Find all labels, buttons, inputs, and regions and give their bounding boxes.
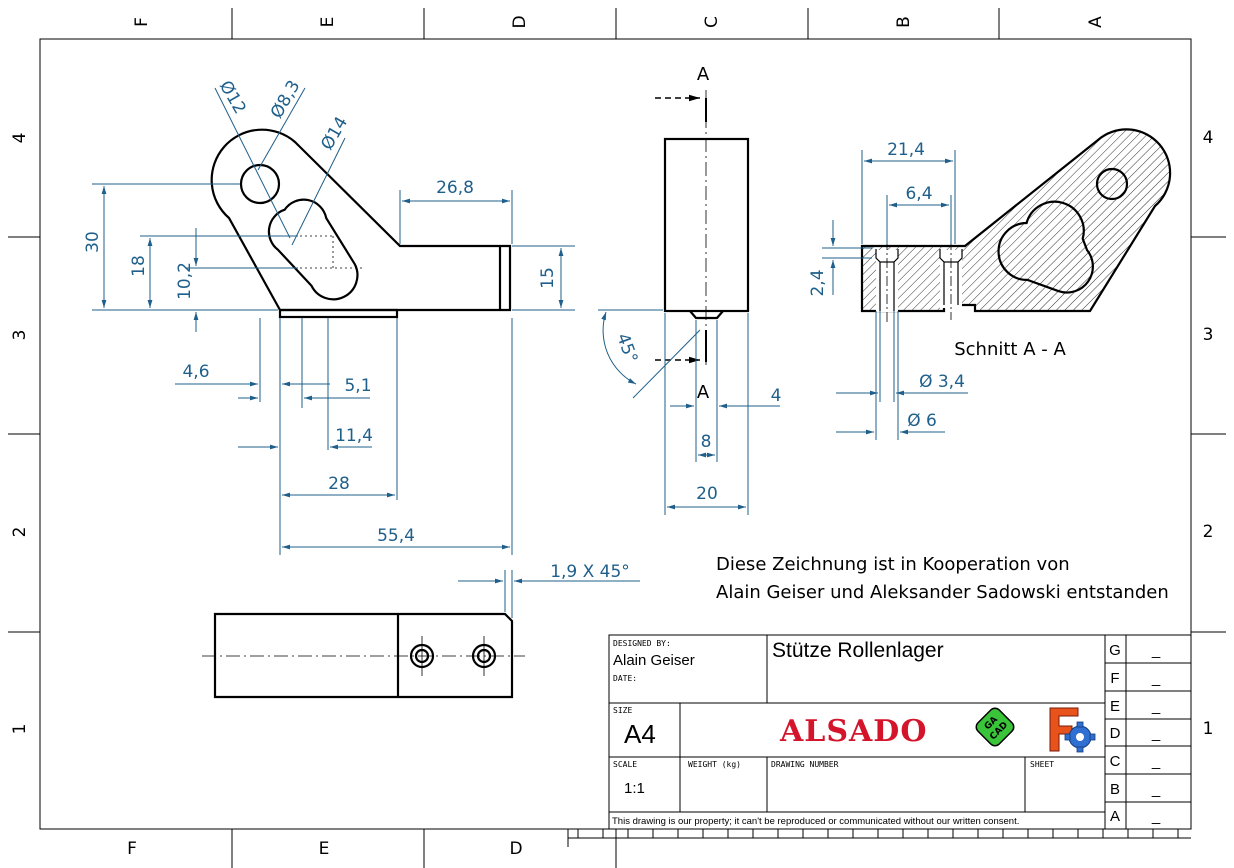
size-value: A4 bbox=[624, 719, 656, 749]
dim-d14: Ø14 bbox=[317, 113, 352, 153]
zone-labels-right: 4 3 2 1 bbox=[1203, 128, 1214, 739]
revision-value-a: _ bbox=[1151, 808, 1161, 825]
dim-h102: 10,2 bbox=[175, 262, 195, 300]
section-view: Schnitt A - A bbox=[860, 128, 1172, 360]
zone-top-e: E bbox=[318, 17, 338, 28]
scale-value: 1:1 bbox=[624, 780, 645, 797]
size-label: SIZE bbox=[613, 706, 632, 715]
dim-w554: 55,4 bbox=[377, 526, 415, 546]
top-view: 1,9 X 45° bbox=[202, 562, 640, 699]
revision-value-f: _ bbox=[1151, 670, 1161, 687]
drawing-number-label: DRAWING NUMBER bbox=[771, 760, 839, 769]
revision-letter-a: A bbox=[1110, 808, 1120, 825]
date-label: DATE: bbox=[613, 674, 637, 683]
revision-table: G _ F _ E _ D _ C _ B _ A _ bbox=[1109, 642, 1161, 825]
zone-left-3: 3 bbox=[10, 330, 30, 341]
dim-h24: 2,4 bbox=[808, 269, 828, 296]
dim-w46: 4,6 bbox=[182, 362, 209, 382]
zone-top-f: F bbox=[132, 17, 152, 27]
zone-top-d: D bbox=[510, 15, 530, 28]
front-view bbox=[210, 128, 512, 319]
scale-label: SCALE bbox=[613, 760, 637, 769]
zone-bottom-d: D bbox=[509, 839, 522, 859]
zone-bottom-e: E bbox=[319, 839, 330, 859]
zone-labels-top: F E D C B A bbox=[132, 15, 1106, 28]
zone-left-2: 2 bbox=[10, 527, 30, 538]
section-marker-bottom: A bbox=[697, 382, 710, 403]
zone-bottom-f: F bbox=[127, 839, 137, 859]
zone-labels-bottom: F E D bbox=[127, 839, 522, 859]
zone-top-b: B bbox=[894, 16, 914, 28]
designed-by-label: DESIGNED BY: bbox=[613, 639, 671, 648]
dim-h30: 30 bbox=[83, 231, 103, 253]
dim-w268: 26,8 bbox=[436, 178, 474, 198]
dim-h15: 15 bbox=[538, 267, 558, 289]
dim-w8: 8 bbox=[701, 432, 712, 452]
section-view-dimensions: 21,4 6,4 2,4 Ø 3,4 Ø 6 bbox=[808, 140, 968, 440]
cooperation-note: Diese Zeichnung ist in Kooperation von A… bbox=[716, 554, 1169, 603]
revision-value-e: _ bbox=[1151, 698, 1161, 715]
dim-w4: 4 bbox=[771, 386, 782, 406]
zone-right-4: 4 bbox=[1203, 128, 1214, 148]
title-block: DESIGNED BY: Alain Geiser DATE: Stütze R… bbox=[567, 634, 1192, 847]
revision-value-c: _ bbox=[1151, 753, 1161, 770]
zone-right-2: 2 bbox=[1203, 522, 1214, 542]
dim-w114: 11,4 bbox=[335, 426, 373, 446]
revision-letter-g: G bbox=[1109, 642, 1121, 659]
zone-left-4: 4 bbox=[10, 133, 30, 144]
revision-letter-f: F bbox=[1110, 670, 1119, 687]
zone-labels-left: 4 3 2 1 bbox=[10, 133, 30, 735]
gacad-icon: GA CAD bbox=[975, 707, 1015, 747]
zone-right-3: 3 bbox=[1203, 325, 1214, 345]
zone-left-1: 1 bbox=[10, 724, 30, 735]
dim-d34: Ø 3,4 bbox=[919, 372, 965, 392]
zone-top-c: C bbox=[702, 16, 722, 28]
revision-value-d: _ bbox=[1151, 725, 1161, 742]
dim-w214: 21,4 bbox=[887, 140, 925, 160]
revision-value-g: _ bbox=[1151, 642, 1161, 659]
section-marker-top: A bbox=[697, 64, 710, 85]
section-label: Schnitt A - A bbox=[954, 339, 1066, 360]
note-line-2: Alain Geiser und Aleksander Sadowski ent… bbox=[716, 582, 1169, 603]
dim-h18: 18 bbox=[129, 255, 149, 277]
sheet-label: SHEET bbox=[1030, 760, 1054, 769]
zone-top-a: A bbox=[1086, 16, 1106, 28]
revision-value-b: _ bbox=[1151, 781, 1161, 798]
revision-letter-c: C bbox=[1110, 753, 1121, 770]
dim-chamfer: 1,9 X 45° bbox=[550, 562, 630, 582]
revision-letter-e: E bbox=[1110, 698, 1120, 715]
legal-notice: This drawing is our property; it can't b… bbox=[612, 816, 1019, 827]
weight-label: WEIGHT (kg) bbox=[688, 760, 741, 769]
freecad-icon bbox=[1049, 707, 1096, 753]
dim-w64: 6,4 bbox=[905, 184, 932, 204]
revision-letter-b: B bbox=[1110, 781, 1120, 798]
side-view-dimensions: 45° 4 8 20 bbox=[598, 309, 782, 515]
zone-right-1: 1 bbox=[1203, 719, 1214, 739]
brand-logo: ALSADO bbox=[779, 714, 927, 749]
dim-angle45: 45° bbox=[612, 331, 641, 366]
side-view: A A bbox=[655, 64, 750, 403]
dim-w28: 28 bbox=[328, 474, 350, 494]
designed-by-value: Alain Geiser bbox=[613, 652, 695, 669]
dim-d6: Ø 6 bbox=[907, 411, 937, 431]
drawing-title: Stütze Rollenlager bbox=[772, 639, 944, 662]
dim-w20: 20 bbox=[696, 484, 718, 504]
revision-letter-d: D bbox=[1110, 725, 1121, 742]
dim-w51: 5,1 bbox=[344, 376, 371, 396]
sheet-border bbox=[8, 8, 1226, 868]
note-line-1: Diese Zeichnung ist in Kooperation von bbox=[716, 554, 1070, 575]
